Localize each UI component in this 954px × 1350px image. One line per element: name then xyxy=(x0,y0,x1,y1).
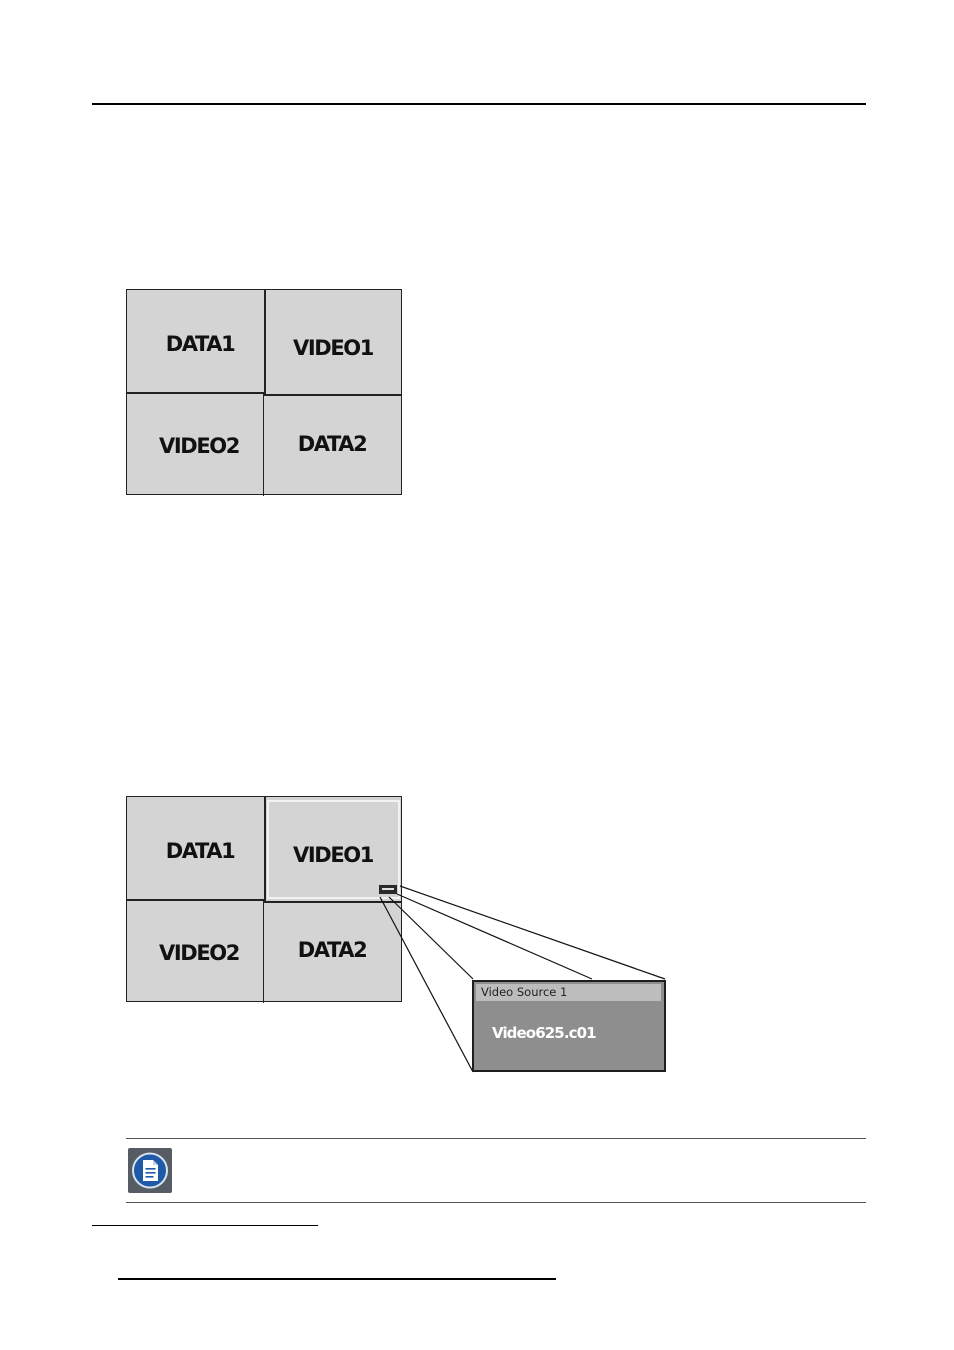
footer-rule xyxy=(118,1278,556,1280)
popup-source-name: Video625.c01 xyxy=(492,1024,596,1042)
note-document-icon xyxy=(128,1148,172,1193)
popup-title: Video Source 1 xyxy=(476,984,661,1001)
footnote-separator xyxy=(92,1225,318,1226)
source-info-popup: Video Source 1 Video625.c01 xyxy=(472,980,666,1072)
note-bottom-rule xyxy=(126,1202,866,1203)
note-top-rule xyxy=(126,1138,866,1139)
